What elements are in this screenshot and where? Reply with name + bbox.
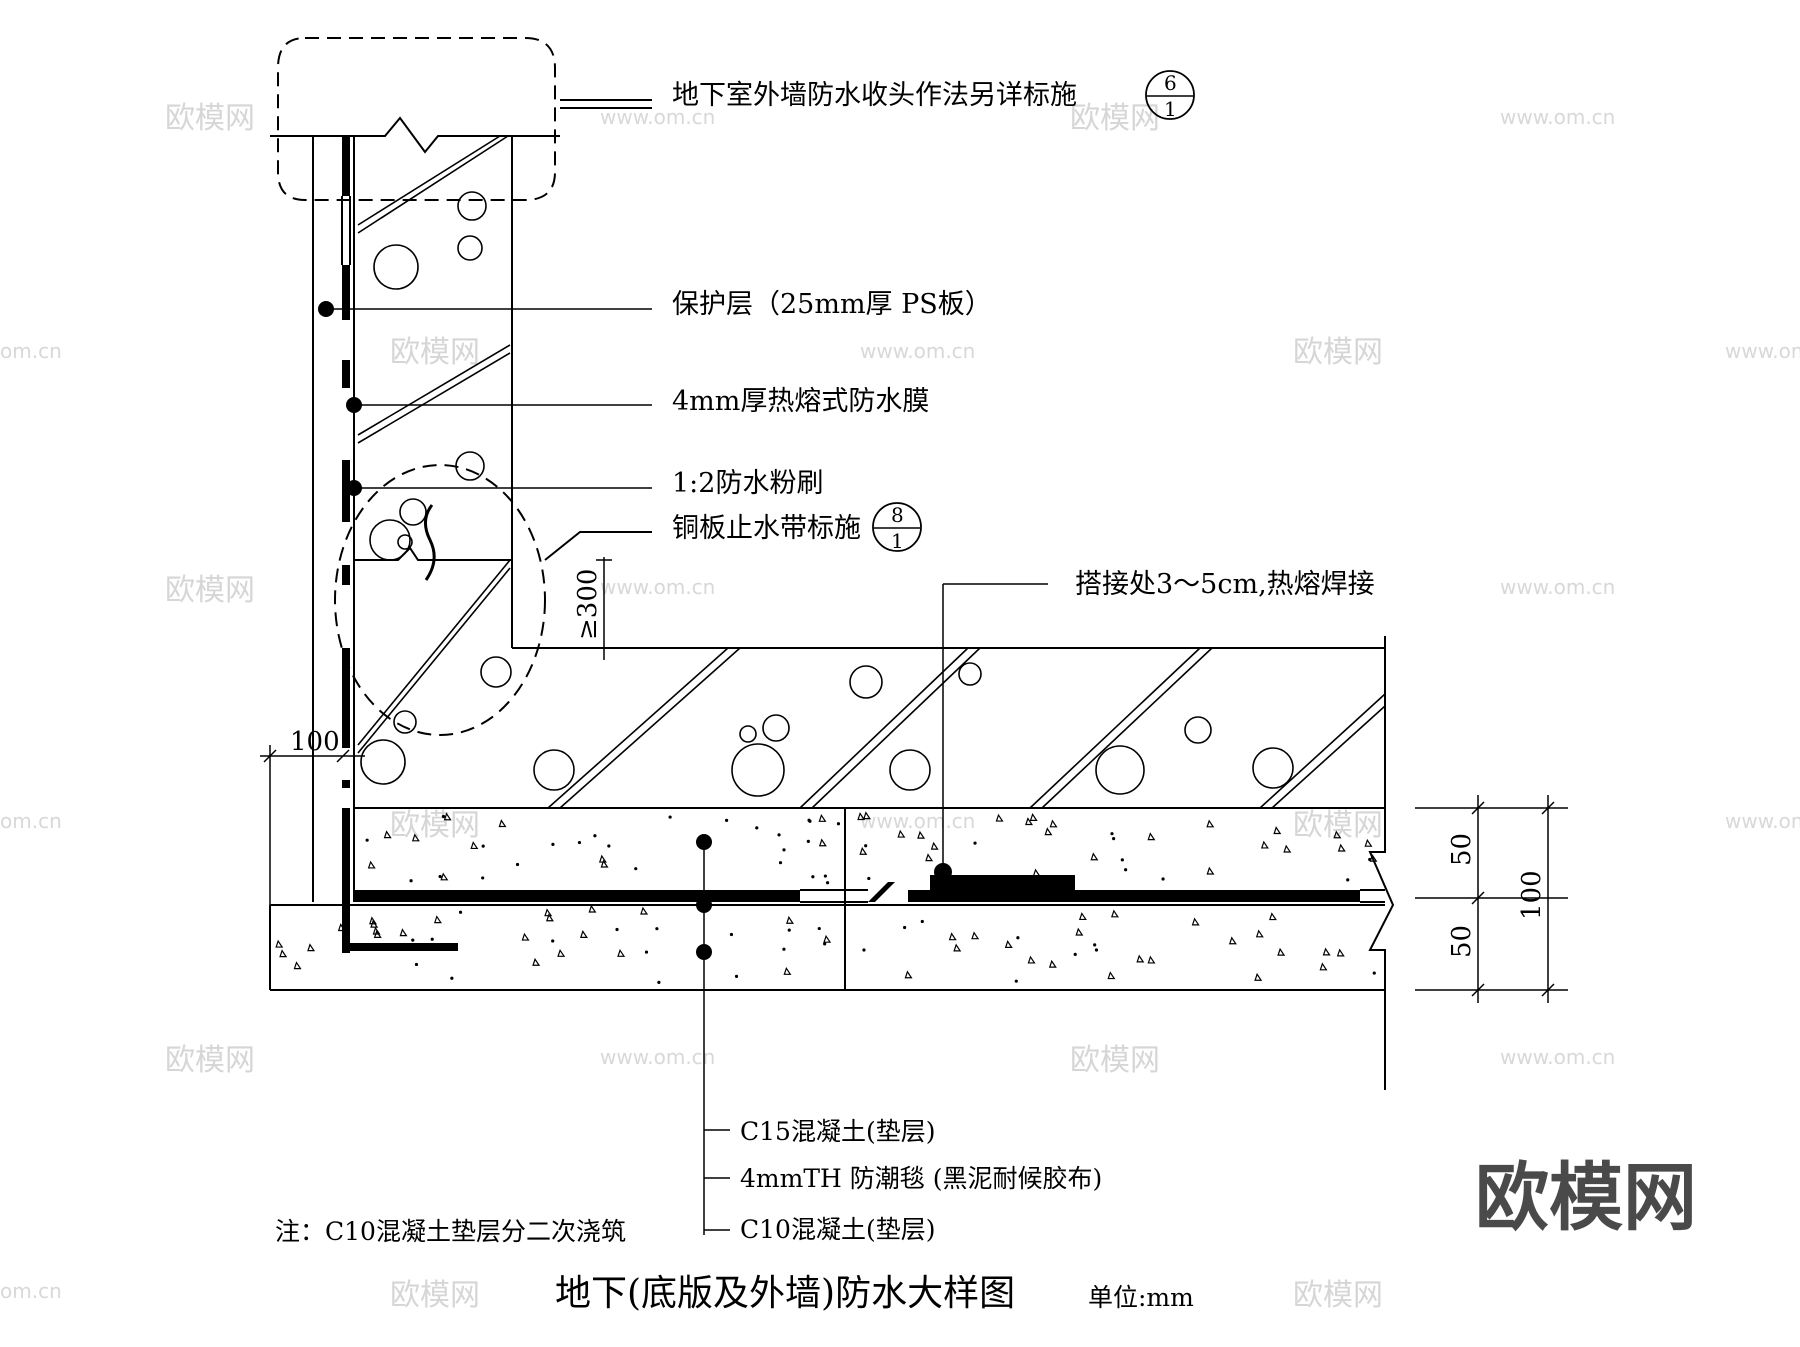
wall-aggregate — [360, 191, 512, 785]
leaders — [326, 308, 1048, 1235]
ref2-top: 8 — [891, 503, 904, 527]
watermark-url: www.om.cn — [600, 575, 715, 599]
callout-overlap: 搭接处3～5cm,热熔焊接 — [1075, 569, 1375, 600]
watermark-brand: 欧模网 — [1293, 335, 1383, 370]
callout-membrane: 4mm厚热熔式防水膜 — [672, 386, 929, 417]
watermark-url: www.om.cn — [1500, 575, 1615, 599]
dim-waterstop-height: ≥300 — [573, 569, 603, 640]
reference-bubble-1: 6 1 — [1145, 70, 1195, 121]
watermark-brand: 欧模网 — [165, 101, 255, 136]
slab-aggregate — [533, 662, 1294, 797]
watermark-brand: 欧模网 — [390, 808, 480, 843]
callout-moisture-blanket: 4mmTH 防潮毯 (黑泥耐候胶布) — [740, 1164, 1102, 1193]
watermark-brand: 欧模网 — [390, 335, 480, 370]
watermark-brand: 欧模网 — [1070, 1043, 1160, 1078]
callout-protection-layer: 保护层（25mm厚 PS板） — [672, 289, 992, 320]
dim-layer-lower: 50 — [1447, 925, 1477, 958]
floor-slab — [354, 636, 1386, 990]
watermark-brand: 欧模网 — [1070, 101, 1160, 136]
copper-waterstop — [334, 464, 652, 736]
watermark-url: www.om.cn — [860, 339, 975, 363]
callout-copper-waterstop: 铜板止水带标施 — [672, 513, 861, 544]
watermark-url: www.om.cn — [600, 1045, 715, 1069]
watermark-brand: 欧模网 — [1293, 1278, 1383, 1313]
dimension-lines — [260, 557, 1568, 1003]
watermark-url: om.cn — [0, 1279, 62, 1303]
callout-wall-termination: 地下室外墙防水收头作法另详标施 — [672, 80, 1077, 111]
unit-label: 单位:mm — [1088, 1283, 1194, 1312]
callout-c10: C10混凝土(垫层) — [740, 1215, 935, 1244]
drawing-note: 注：C10混凝土垫层分二次浇筑 — [275, 1217, 626, 1246]
leader-dots — [318, 301, 952, 960]
slab-hatch — [547, 647, 1386, 809]
reference-bubble-2: 8 1 — [872, 502, 922, 553]
watermark-brand: 欧模网 — [165, 573, 255, 608]
dim-wall-offset: 100 — [290, 727, 340, 757]
brand-logo: 欧模网 — [1475, 1155, 1697, 1241]
watermark-url: om.cn — [0, 809, 62, 833]
ref2-bottom: 1 — [891, 529, 904, 553]
dim-layer-total: 100 — [1517, 870, 1547, 920]
callout-plaster: 1:2防水粉刷 — [672, 468, 823, 499]
external-wall — [270, 37, 652, 902]
watermark-url: om.cn — [0, 339, 62, 363]
drawing-title: 地下(底版及外墙)防水大样图 — [555, 1273, 1015, 1314]
watermark-brand: 欧模网 — [390, 1278, 480, 1313]
membrane-outline — [341, 196, 1385, 903]
watermark-url: www.om.cn — [1500, 1045, 1615, 1069]
watermark-url: www.om.cn — [1500, 105, 1615, 129]
waterproof-membrane — [342, 136, 1360, 953]
watermark-brand: 欧模网 — [165, 1043, 255, 1078]
ref1-bottom: 1 — [1164, 97, 1177, 121]
callout-c15: C15混凝土(垫层) — [740, 1117, 935, 1146]
ref1-top: 6 — [1164, 71, 1177, 95]
watermark-url: www.om.cn — [860, 809, 975, 833]
concrete-speckle — [275, 811, 1378, 984]
base-layers — [269, 808, 1395, 1090]
watermark-url: www.om.cn — [1725, 809, 1800, 833]
dim-layer-upper: 50 — [1447, 833, 1477, 866]
watermarks: 欧模网 欧模网 欧模网 欧模网 欧模网 欧模网 欧模网 欧模网 欧模网 欧模网 … — [0, 101, 1800, 1313]
watermark-url: www.om.cn — [1725, 339, 1800, 363]
